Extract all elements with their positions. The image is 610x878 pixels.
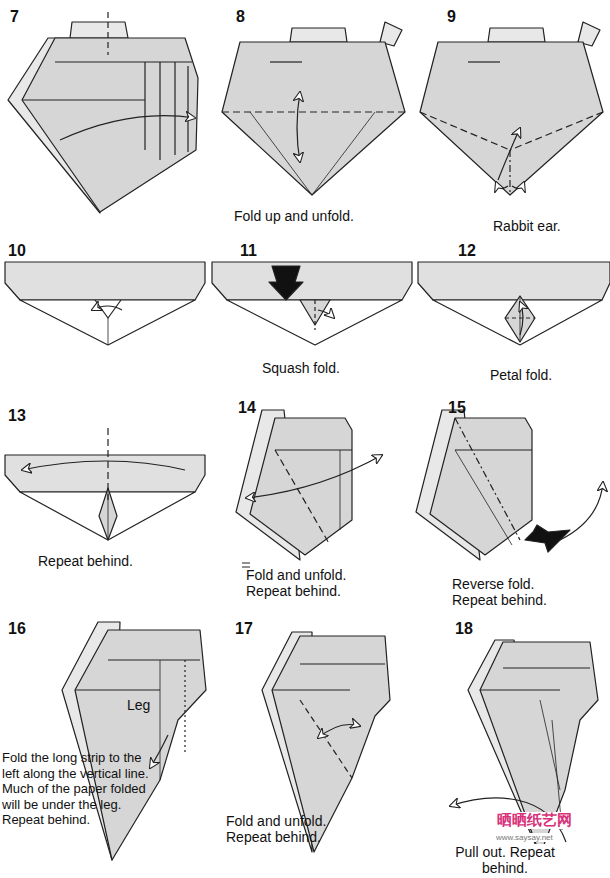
instruction-caption: Fold up and unfold. bbox=[234, 208, 404, 224]
step18-figure bbox=[450, 640, 598, 855]
step13-figure bbox=[5, 428, 205, 540]
step-number: 15 bbox=[448, 399, 466, 417]
instruction-caption: Reverse fold. Repeat behind. bbox=[452, 576, 574, 608]
step-number: 9 bbox=[447, 8, 456, 26]
step-number: 12 bbox=[458, 242, 476, 260]
instruction-caption: Repeat behind. bbox=[38, 553, 133, 569]
instruction-caption: Fold and unfold. Repeat behind. bbox=[246, 567, 376, 599]
instruction-caption: Fold and unfold. Repeat behind. bbox=[226, 813, 356, 845]
step-number: 10 bbox=[8, 242, 26, 260]
watermark: 晒晒纸艺网 bbox=[495, 812, 574, 829]
step-number: 17 bbox=[235, 620, 253, 638]
step-number: 18 bbox=[455, 620, 473, 638]
step14-figure bbox=[236, 410, 382, 567]
instruction-caption: Petal fold. bbox=[490, 367, 552, 383]
step-number: 8 bbox=[236, 8, 245, 26]
step-number: 16 bbox=[8, 620, 26, 638]
step-number: 7 bbox=[10, 8, 19, 26]
step-number: 11 bbox=[240, 242, 257, 260]
instruction-caption: Rabbit ear. bbox=[493, 218, 561, 234]
step7-figure bbox=[8, 12, 198, 213]
instruction-caption: Pull out. Repeat behind. bbox=[440, 844, 570, 876]
step15-figure bbox=[416, 410, 603, 560]
instruction-caption: Fold the long strip to the left along th… bbox=[2, 750, 158, 828]
step10-figure bbox=[5, 262, 205, 345]
step8-figure bbox=[222, 22, 405, 195]
step11-figure bbox=[212, 262, 412, 345]
step9-figure bbox=[420, 22, 603, 195]
step12-figure bbox=[418, 262, 610, 345]
step-number: 13 bbox=[8, 407, 26, 425]
instruction-caption: Squash fold. bbox=[262, 360, 340, 376]
step-number: 14 bbox=[238, 399, 256, 417]
watermark-url: www.saysay.net bbox=[494, 833, 555, 842]
part-label: Leg bbox=[127, 697, 150, 713]
